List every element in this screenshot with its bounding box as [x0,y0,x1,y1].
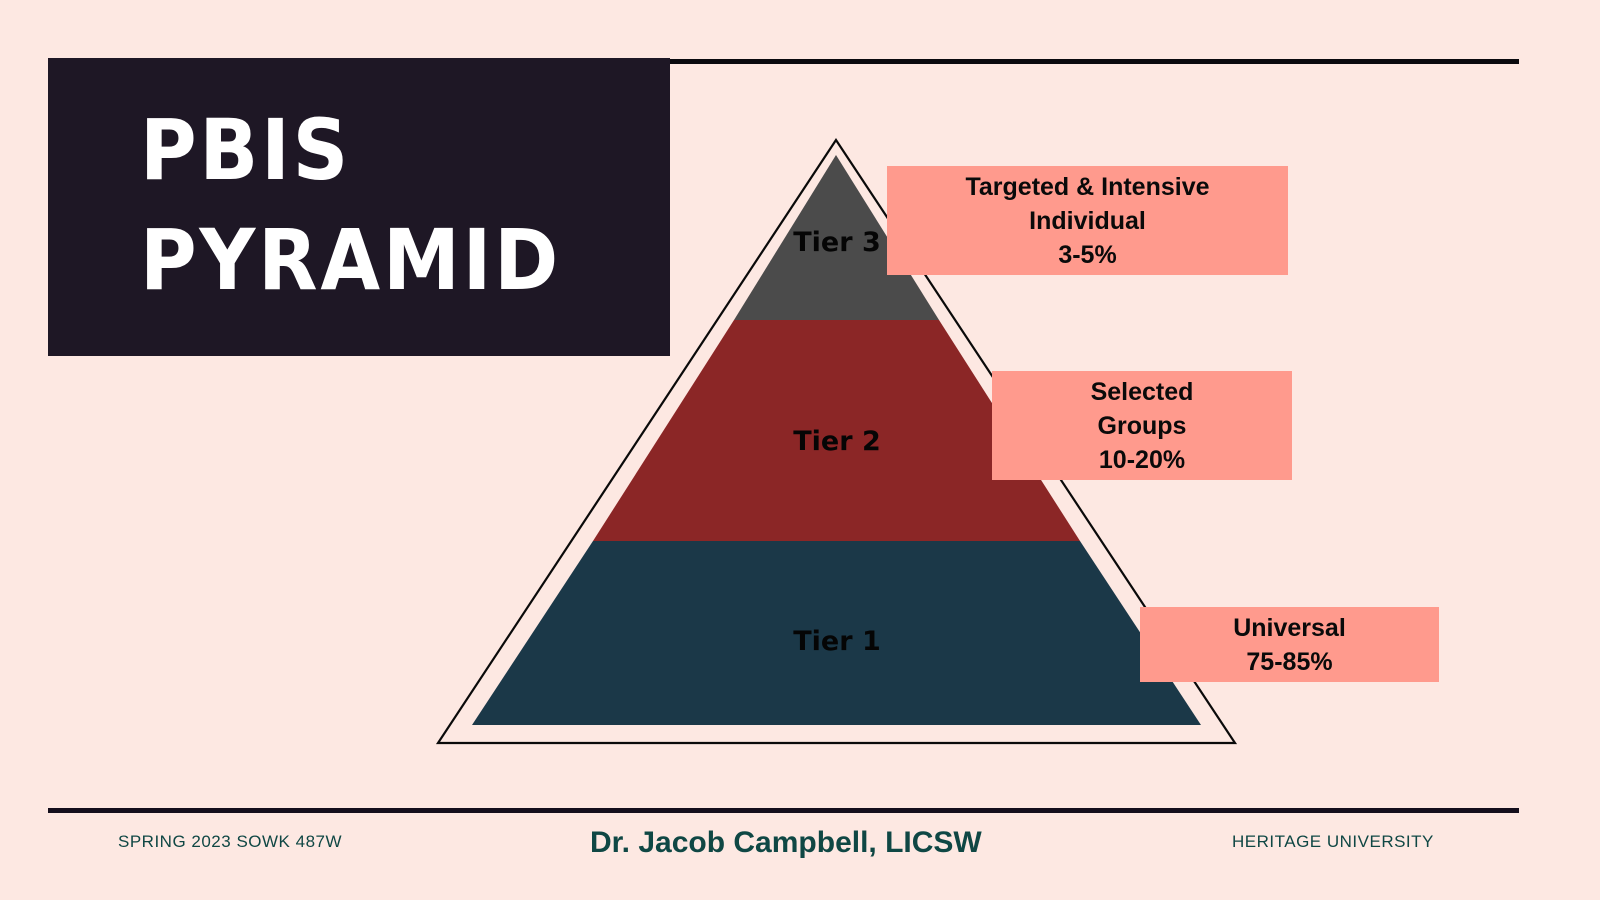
slide-title-line-1: PBIS [140,101,351,199]
tier-2-band [593,320,1080,541]
tier-3-callout-line-1: Targeted & Intensive [965,172,1210,201]
slide-title-line-2: PYRAMID [140,211,562,309]
tier-2-callout-line-1: Selected [1090,377,1194,406]
tier-2-callout-percent: 10-20% [1098,445,1186,474]
footer-institution: HERITAGE UNIVERSITY [1232,832,1434,851]
tier-3-label: Tier 3 [793,227,881,258]
top-divider [670,59,1519,64]
tier-2-callout: Selected Groups 10-20% [992,371,1292,480]
tier-1-callout: Universal 75-85% [1140,607,1439,682]
tier-2-label: Tier 2 [793,426,881,457]
tier-1-callout-line-1: Universal [1233,613,1346,642]
tier-2-callout-line-2: Groups [1097,411,1187,440]
bottom-divider [48,808,1519,813]
title-box: PBIS PYRAMID [48,58,670,356]
tier-3-callout-line-2: Individual [1029,206,1146,235]
tier-3-callout-percent: 3-5% [1058,240,1117,269]
footer-presenter: Dr. Jacob Campbell, LICSW [590,826,982,859]
tier-1-band [472,541,1201,725]
tier-1-label: Tier 1 [793,626,881,657]
tier-3-band [734,155,939,320]
tier-1-callout-percent: 75-85% [1246,647,1333,676]
tier-3-callout: Targeted & Intensive Individual 3-5% [887,166,1288,275]
footer-course: SPRING 2023 SOWK 487W [118,832,343,851]
